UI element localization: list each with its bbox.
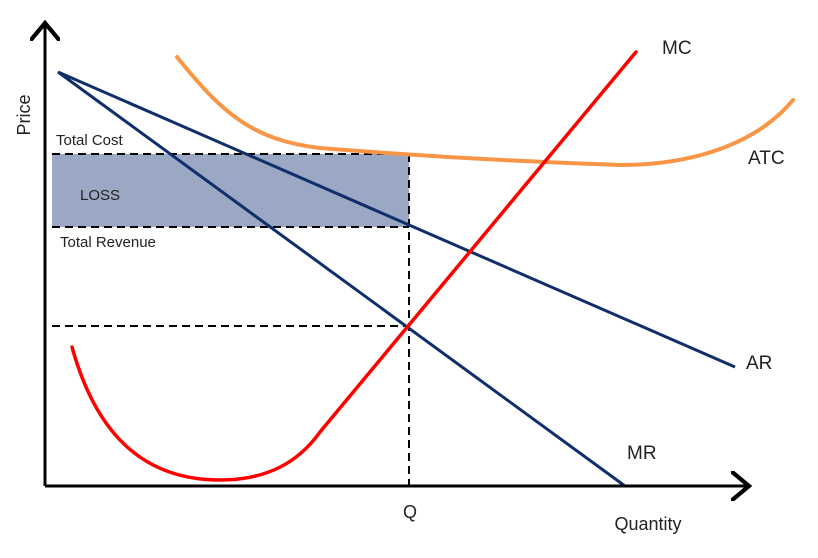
mr-line — [57, 70, 626, 488]
atc-label: ATC — [748, 148, 785, 169]
mc-curve — [70, 50, 638, 482]
q-tick-label: Q — [403, 502, 417, 522]
ar-label: AR — [746, 353, 772, 374]
total-cost-label: Total Cost — [56, 132, 124, 149]
loss-area — [52, 154, 409, 227]
total-revenue-label: Total Revenue — [60, 234, 156, 251]
x-axis-label: Quantity — [614, 514, 681, 534]
y-axis-label: Price — [14, 94, 34, 135]
atc-curve — [175, 55, 795, 168]
loss-label: LOSS — [80, 187, 120, 204]
mc-label: MC — [662, 38, 692, 59]
mr-label: MR — [627, 443, 657, 464]
ar-line — [57, 70, 736, 369]
